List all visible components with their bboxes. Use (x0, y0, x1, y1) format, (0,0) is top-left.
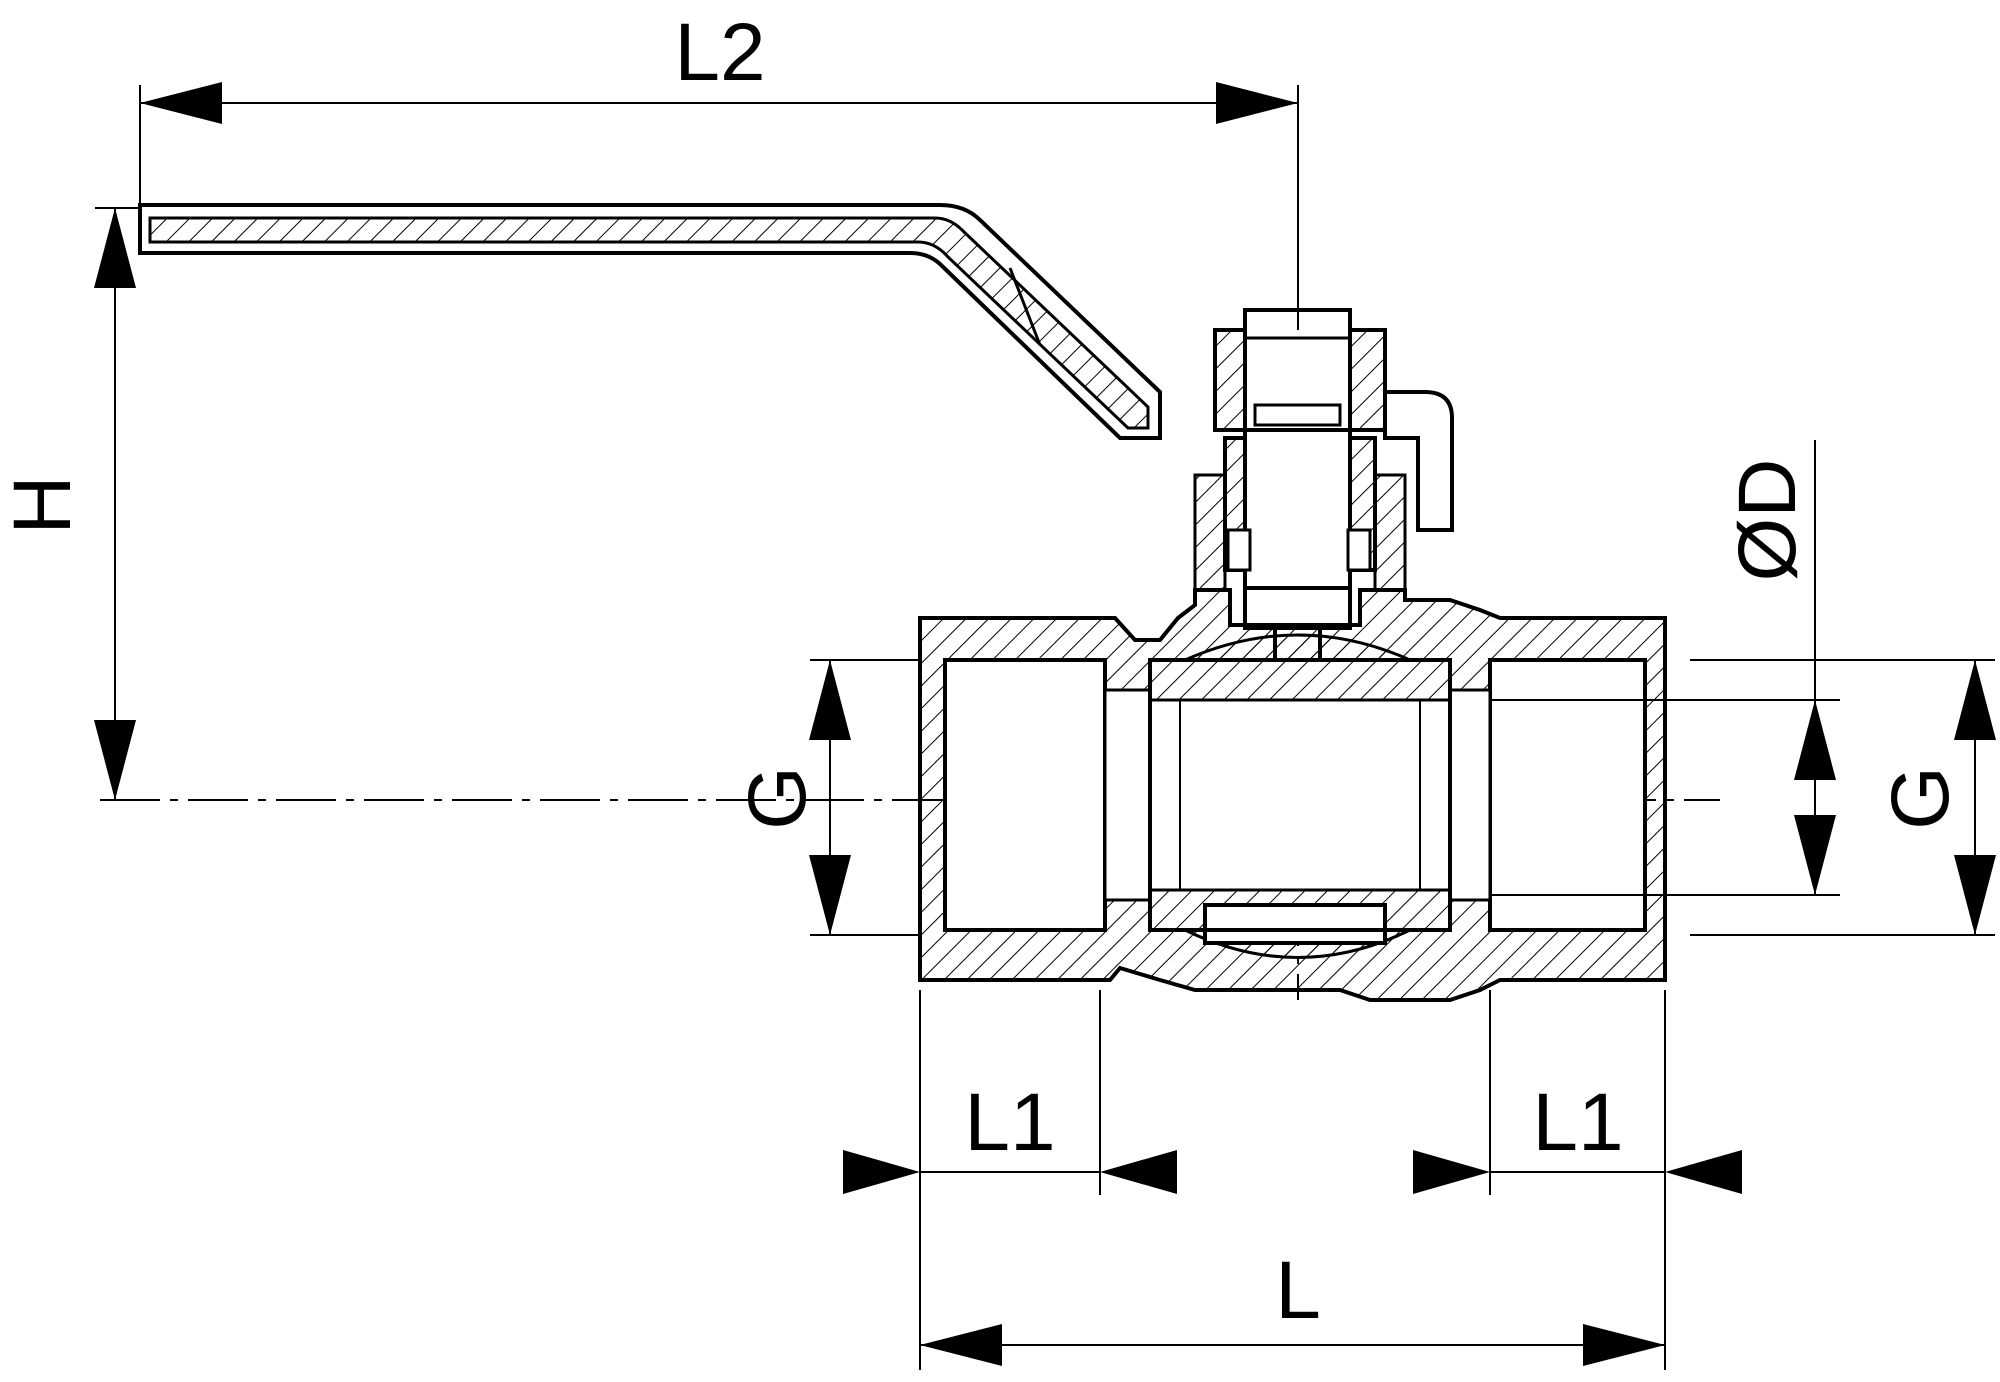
dim-label-h: H (0, 475, 88, 534)
handle-lever (138, 203, 1454, 532)
dimension-arrows (94, 82, 1996, 1366)
valve-body (918, 588, 1667, 1002)
dim-label-d: ØD (1722, 459, 1813, 582)
dim-label-l1-left: L1 (964, 1077, 1055, 1168)
dim-label-l: L (1275, 1245, 1321, 1336)
dim-label-g-right: G (1875, 766, 1966, 830)
dim-label-l2: L2 (674, 7, 765, 98)
dimension-lines (95, 85, 1995, 1370)
dim-label-g-left: G (732, 766, 823, 830)
dim-label-l1-right: L1 (1532, 1077, 1623, 1168)
